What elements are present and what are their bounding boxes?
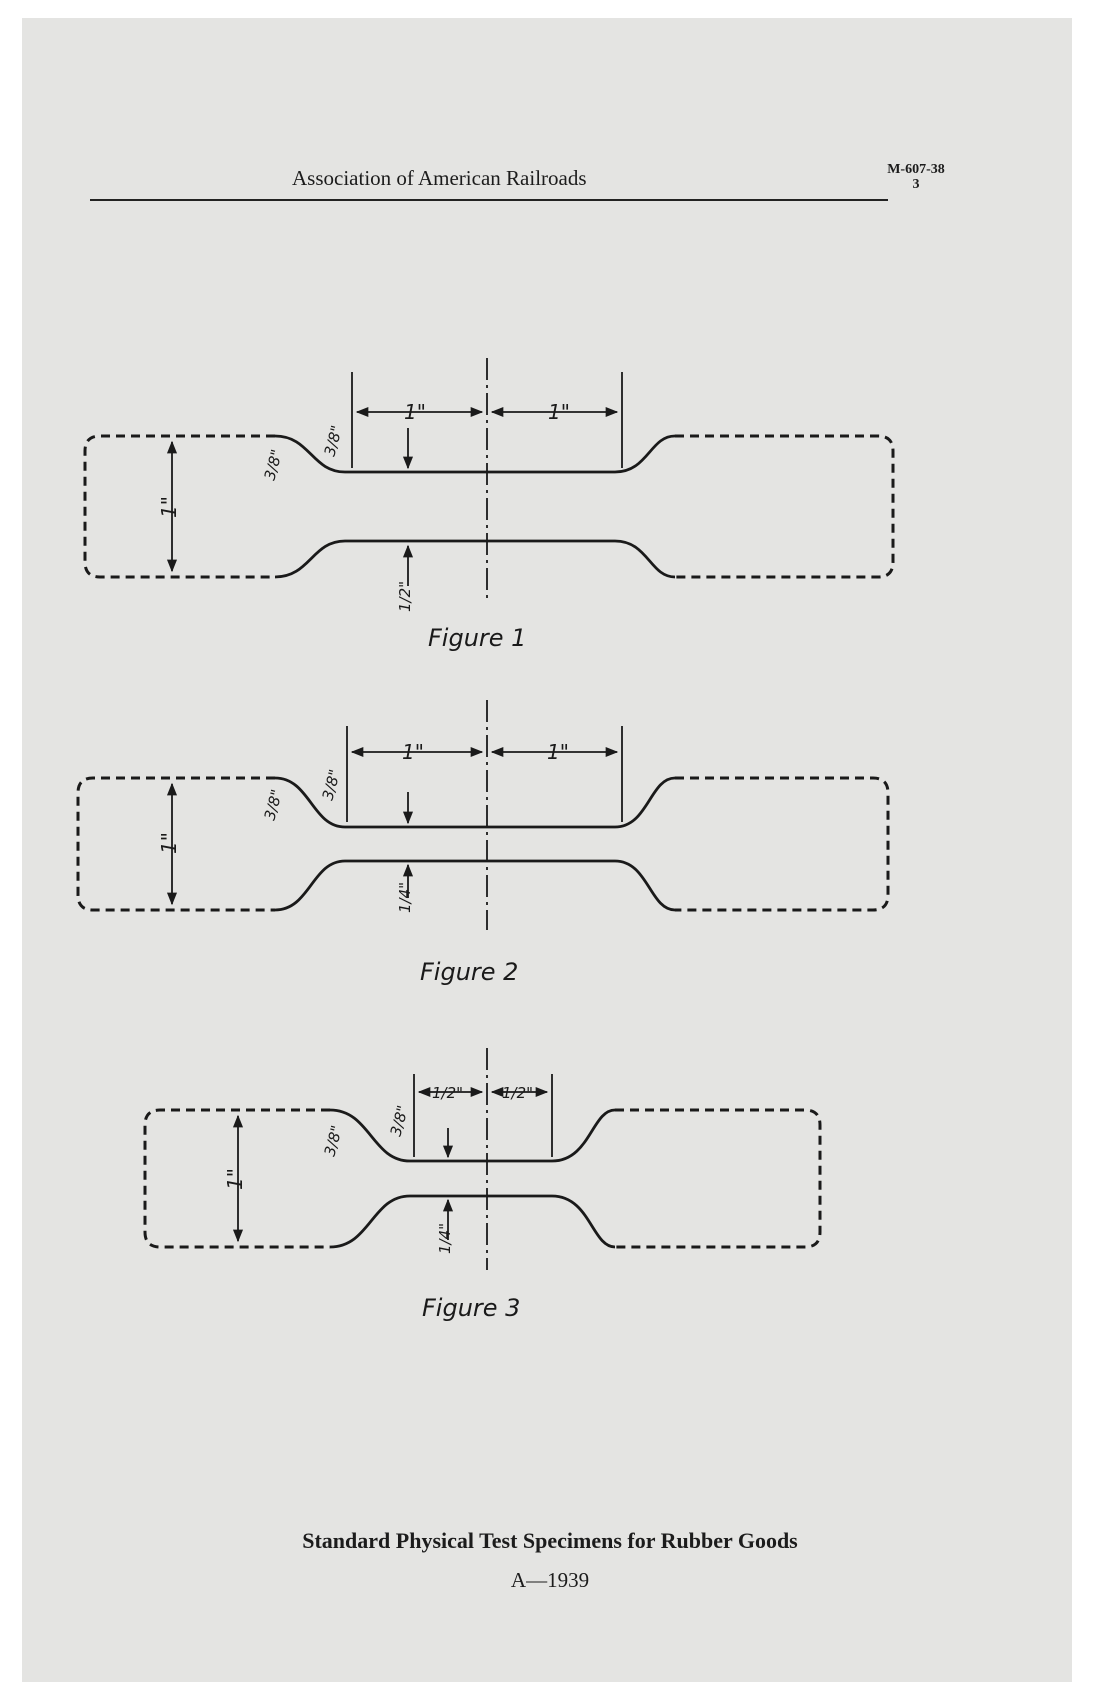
- document-caption-title: Standard Physical Test Specimens for Rub…: [302, 1528, 798, 1553]
- figure-2: 1" 1" 1" 3/8" 3/8" 1/4" Figure 2: [76, 700, 890, 986]
- document-code-number: M-607-38: [887, 162, 945, 177]
- figure-2-caption: Figure 2: [420, 958, 518, 986]
- figure-2-bottom-edge: [274, 859, 676, 912]
- figure-1: 1" 1" 1" 3/8" 3/8" 1/2" Figure 1: [83, 358, 895, 652]
- figure-2-top-edge: [274, 776, 676, 829]
- document-caption-subtitle: A—1939: [510, 1568, 590, 1592]
- document-code: M-607-38 3: [876, 162, 956, 192]
- page-number: 3: [912, 177, 920, 192]
- figure-1-radius-label-left: 3/8": [261, 447, 286, 482]
- figure-2-radius-label-left: 3/8": [261, 787, 286, 822]
- figure-3-dim-left-label: 1/2": [432, 1084, 463, 1102]
- figure-3-caption: Figure 3: [422, 1294, 520, 1322]
- figure-2-neck-label: 1/4": [396, 882, 414, 913]
- figure-3: 1/2" 1/2" 1" 3/8" 3/8" 1/4" Figure 3: [143, 1048, 822, 1322]
- figure-2-dim-left-label: 1": [402, 740, 424, 764]
- header-rule: [90, 199, 888, 201]
- figure-1-top-edge: [274, 434, 676, 474]
- figure-2-radius-label-right: 3/8": [319, 767, 344, 802]
- figure-1-right-grip: [675, 434, 895, 579]
- figure-1-dim-right-label: 1": [548, 400, 570, 424]
- figure-3-left-grip: [143, 1108, 330, 1249]
- header-title: Association of American Railroads: [292, 166, 587, 190]
- figure-1-radius-label-right: 3/8": [321, 423, 346, 458]
- figure-3-dim-right-label: 1/2": [502, 1084, 533, 1102]
- figure-2-left-grip: [76, 776, 275, 912]
- page-frame: [22, 18, 1072, 1682]
- figure-3-right-grip: [615, 1108, 822, 1249]
- figure-2-right-grip: [675, 776, 890, 912]
- figure-2-dim-right-label: 1": [547, 740, 569, 764]
- figure-3-radius-label-right: 3/8": [387, 1103, 412, 1138]
- figure-2-dim-width-label: 1": [157, 832, 181, 854]
- figure-1-bottom-edge: [274, 539, 676, 579]
- figure-1-neck-label: 1/2": [396, 581, 414, 612]
- figure-3-neck-label: 1/4": [436, 1223, 454, 1254]
- figure-1-dim-left-label: 1": [404, 400, 426, 424]
- figure-3-bottom-edge: [329, 1194, 616, 1249]
- figure-3-top-edge: [329, 1108, 616, 1163]
- figure-3-dim-width-label: 1": [223, 1168, 247, 1190]
- figure-1-dim-width-label: 1": [157, 496, 181, 518]
- figure-1-left-grip: [83, 434, 275, 579]
- figure-1-caption: Figure 1: [428, 624, 526, 652]
- figure-3-radius-label-left: 3/8": [321, 1123, 346, 1158]
